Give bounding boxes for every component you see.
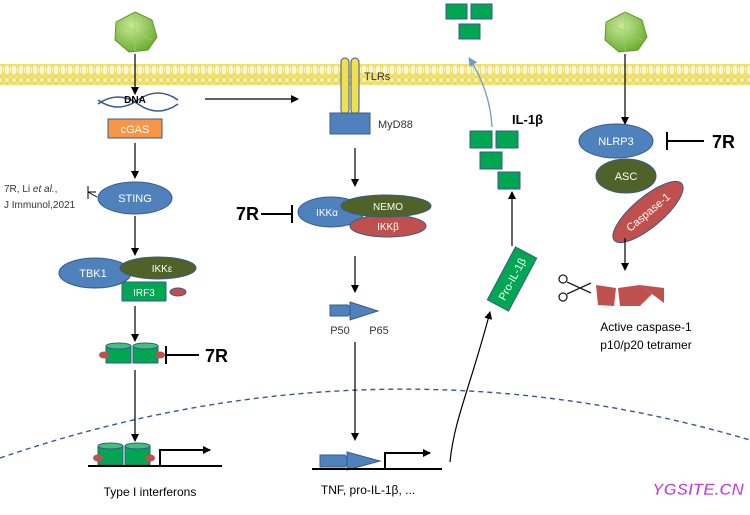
dna-label: DNA bbox=[124, 95, 146, 106]
inhibitor-7r-label: 7R bbox=[236, 204, 259, 224]
myd88-box bbox=[329, 112, 371, 135]
sting-label: STING bbox=[118, 193, 152, 205]
secreted-il1b bbox=[445, 3, 493, 40]
caspase1-ellipse bbox=[612, 180, 684, 244]
dna-strand bbox=[97, 92, 179, 112]
virus-icon bbox=[604, 11, 648, 53]
sting-ellipse bbox=[97, 181, 173, 215]
asc-label: ASC bbox=[615, 171, 638, 183]
active-caspase1-tetramer bbox=[596, 285, 664, 306]
ikke-ellipse bbox=[119, 256, 197, 280]
watermark-logo: YGSITE.CN bbox=[652, 480, 744, 499]
cgas-box bbox=[107, 118, 163, 139]
tbk1-label: TBK1 bbox=[79, 268, 107, 280]
plasma-membrane bbox=[0, 64, 750, 85]
il1b-label: IL-1β bbox=[512, 112, 543, 127]
reference-line2: J Immunol,2021 bbox=[4, 200, 76, 211]
scissors-icon bbox=[558, 274, 592, 302]
tlrs-label: TLRs bbox=[364, 71, 391, 83]
ikka-label: IKKα bbox=[316, 208, 338, 219]
transcription-arrow bbox=[159, 446, 211, 466]
nlrp3-ellipse bbox=[578, 123, 654, 159]
arrow bbox=[449, 311, 493, 463]
irf3-dimer bbox=[99, 342, 165, 364]
irf3-dimer-promoter bbox=[93, 442, 155, 466]
myd88-label: MyD88 bbox=[378, 119, 413, 131]
virus-icon bbox=[114, 11, 158, 53]
irf3-box bbox=[121, 281, 167, 302]
p50-p65-promoter bbox=[319, 451, 382, 471]
asc-ellipse bbox=[595, 158, 657, 194]
ikkb-label: IKKβ bbox=[377, 222, 399, 233]
transcription-arrow bbox=[384, 449, 431, 469]
nemo-label: NEMO bbox=[373, 202, 403, 213]
inhibitor-7r-label: 7R bbox=[205, 346, 228, 366]
p50-label: P50 bbox=[330, 325, 350, 337]
reference-line1: 7R, Li et al., bbox=[4, 184, 57, 195]
nlrp3-label: NLRP3 bbox=[598, 136, 633, 148]
phosphate-icon bbox=[169, 287, 187, 297]
nuclear-membrane bbox=[0, 388, 750, 459]
nemo-ellipse bbox=[340, 194, 432, 218]
active-caspase1-line1: Active caspase-1 bbox=[600, 320, 692, 334]
output-tnf-pro-il1b: TNF, pro-IL-1β, ... bbox=[321, 483, 415, 497]
il1b-trimer bbox=[469, 130, 521, 190]
ikke-label: IKKε bbox=[152, 264, 173, 275]
inhibitor-7r-label: 7R bbox=[712, 132, 735, 152]
irf3-label: IRF3 bbox=[133, 288, 155, 299]
output-type1-interferons: Type I interferons bbox=[104, 485, 197, 499]
p65-label: P65 bbox=[369, 325, 389, 337]
tlr-receptor bbox=[340, 57, 360, 115]
inhibition-line bbox=[87, 191, 98, 198]
secretion-arrow bbox=[468, 57, 493, 128]
cgas-label: cGAS bbox=[121, 124, 150, 136]
active-caspase1-line2: p10/p20 tetramer bbox=[600, 338, 691, 352]
p50-p65-complex bbox=[329, 301, 380, 321]
pro-il1b-box bbox=[486, 246, 538, 312]
